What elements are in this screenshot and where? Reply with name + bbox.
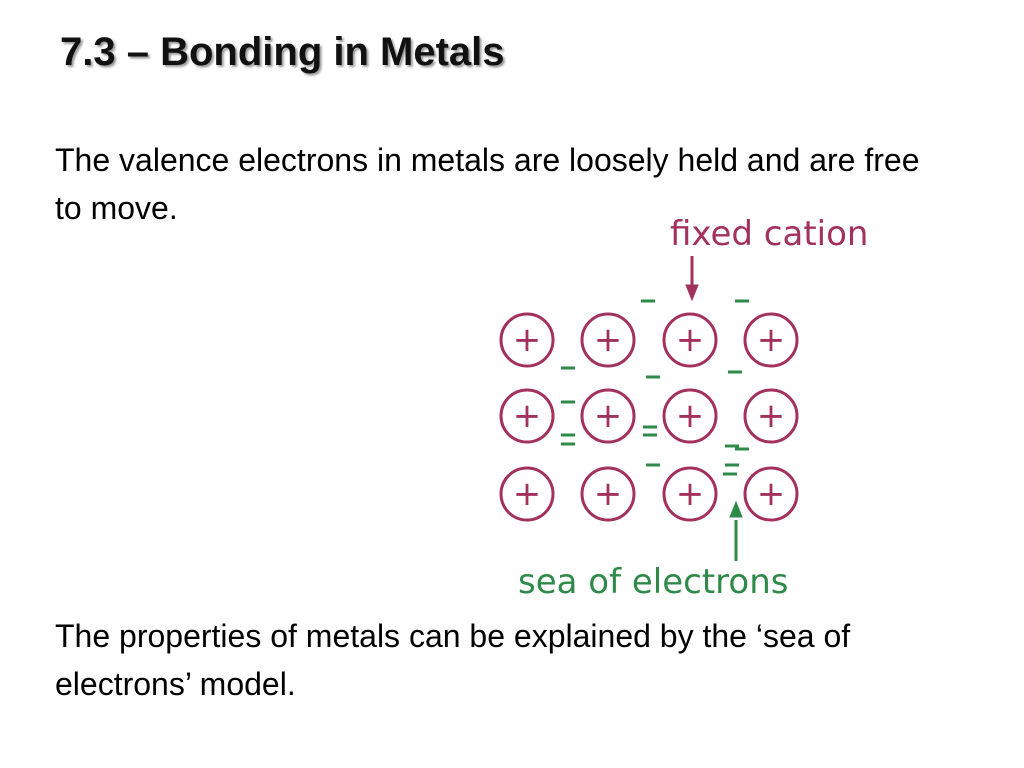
cation: + — [743, 466, 799, 522]
cation-circle — [662, 466, 718, 522]
cation-symbol: + — [513, 320, 542, 360]
cation-circle — [580, 466, 636, 522]
cation: + — [743, 312, 799, 368]
sea-of-electrons-diagram: fixed cation + + + + + + + + + + + + sea of electro… — [490, 205, 930, 615]
cation-symbol: + — [513, 474, 542, 514]
cation: + — [743, 388, 799, 444]
cation-circle — [662, 312, 718, 368]
cation: + — [662, 466, 718, 522]
cation-circle — [499, 466, 555, 522]
cation-circle — [743, 312, 799, 368]
sea-of-electrons-label: sea of electrons — [518, 562, 788, 602]
cation-symbol: + — [676, 320, 705, 360]
cation: + — [499, 466, 555, 522]
cation: + — [580, 312, 636, 368]
cation-circle — [580, 312, 636, 368]
cation-symbol: + — [676, 396, 705, 436]
cation-symbol: + — [594, 474, 623, 514]
paragraph-sea-of-electrons-model: The properties of metals can be explaine… — [55, 618, 851, 702]
cation-circle — [499, 312, 555, 368]
sea-of-electrons-arrow-head — [729, 500, 743, 518]
cation-circle — [499, 388, 555, 444]
cation: + — [580, 466, 636, 522]
cation: + — [662, 388, 718, 444]
cation-circle — [580, 388, 636, 444]
cation-grid: + + + + + + + + + + + + — [499, 312, 799, 522]
cation-symbol: + — [757, 320, 786, 360]
fixed-cation-arrow-head — [685, 284, 699, 302]
fixed-cation-label: fixed cation — [670, 214, 868, 254]
cation-symbol: + — [757, 474, 786, 514]
electron-group — [561, 299, 749, 476]
cation-circle — [743, 388, 799, 444]
cation: + — [580, 388, 636, 444]
cation-symbol: + — [676, 474, 705, 514]
cation-symbol: + — [757, 396, 786, 436]
cation-symbol: + — [594, 320, 623, 360]
cation: + — [662, 312, 718, 368]
cation: + — [499, 388, 555, 444]
cation-circle — [662, 388, 718, 444]
cation-circle — [743, 466, 799, 522]
cation: + — [499, 312, 555, 368]
cation-symbol: + — [513, 396, 542, 436]
cation-symbol: + — [594, 396, 623, 436]
diagram-canvas: fixed cation + + + + + + + + + + + + sea of electro… — [499, 214, 868, 602]
paragraph-valence-electrons: The valence electrons in metals are loos… — [55, 142, 920, 226]
slide-title: 7.3 – Bonding in Metals — [60, 30, 505, 74]
